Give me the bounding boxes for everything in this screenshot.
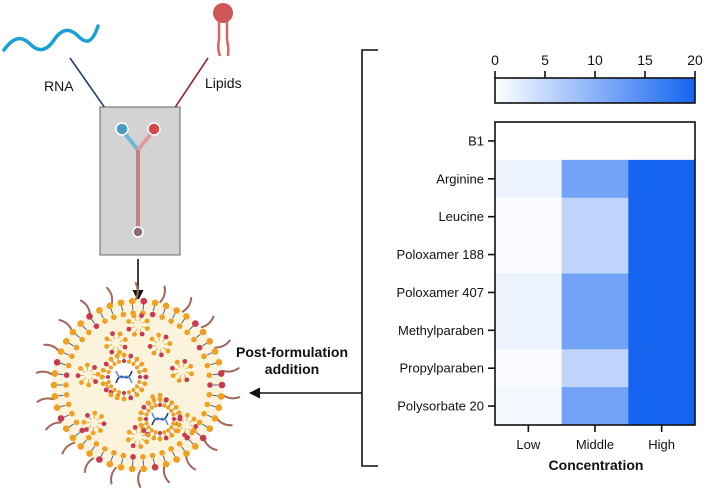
colorbar: 0 5 10 15 20 bbox=[491, 52, 703, 104]
heatmap-cell bbox=[561, 349, 629, 388]
heatmap-row-label: Methylparaben bbox=[398, 323, 484, 338]
heatmap-column-label: Low bbox=[516, 437, 540, 452]
post-formulation-label-line2: addition bbox=[265, 361, 319, 377]
heatmap-row-label: Polysorbate 20 bbox=[397, 399, 484, 414]
colorbar-tick-label: 10 bbox=[587, 52, 603, 68]
heatmap-cell bbox=[628, 235, 696, 275]
heatmap-cell bbox=[628, 349, 696, 388]
heatmap-cell bbox=[628, 387, 696, 426]
rna-wave-icon bbox=[2, 24, 100, 52]
heatmap-cell bbox=[495, 387, 563, 426]
heatmap-cell bbox=[495, 197, 563, 237]
lipid-molecule-icon bbox=[213, 3, 233, 57]
lipid-nanoparticle-icon bbox=[35, 282, 241, 488]
lipids-label: Lipids bbox=[205, 75, 242, 91]
heatmap-row-label: Poloxamer 188 bbox=[397, 247, 484, 262]
heatmap-column-label: High bbox=[648, 437, 675, 452]
heatmap-column-label: Middle bbox=[576, 437, 614, 452]
heatmap-row-label: Poloxamer 407 bbox=[397, 285, 484, 300]
heatmap-cell bbox=[561, 235, 629, 275]
heatmap-cell bbox=[495, 273, 563, 312]
heatmap-bracket bbox=[361, 49, 378, 467]
colorbar-tick-label: 20 bbox=[687, 52, 703, 68]
heatmap-row-label: Propylparaben bbox=[399, 361, 484, 376]
heatmap-row-label: B1 bbox=[468, 133, 484, 148]
microfluidic-chip bbox=[99, 106, 181, 256]
heatmap-cell bbox=[495, 311, 563, 350]
heatmap-cell bbox=[495, 349, 563, 388]
heatmap-cell bbox=[561, 122, 629, 161]
heatmap-cell bbox=[628, 311, 696, 350]
colorbar-tick-label: 15 bbox=[637, 52, 653, 68]
colorbar-tick-label: 0 bbox=[491, 52, 499, 68]
heatmap-cell bbox=[495, 122, 563, 161]
heatmap-x-axis-title: Concentration bbox=[549, 457, 644, 473]
heatmap-cell bbox=[628, 122, 696, 161]
colorbar-tick-label: 5 bbox=[541, 52, 549, 68]
heatmap-cell bbox=[561, 197, 629, 237]
heatmap-cell bbox=[628, 273, 696, 312]
heatmap-cell bbox=[495, 235, 563, 275]
heatmap-row-label: Leucine bbox=[438, 209, 484, 224]
heatmap-cell bbox=[628, 159, 696, 199]
heatmap-cell bbox=[495, 159, 563, 199]
heatmap-cell bbox=[561, 387, 629, 426]
heatmap-cell bbox=[628, 197, 696, 237]
rna-label: RNA bbox=[44, 78, 74, 94]
heatmap-row-label: Arginine bbox=[436, 171, 484, 186]
post-formulation-label-line1: Post-formulation bbox=[236, 344, 348, 360]
heatmap-cell bbox=[561, 311, 629, 350]
heatmap-cell bbox=[561, 273, 629, 312]
heatmap-cell bbox=[561, 159, 629, 199]
